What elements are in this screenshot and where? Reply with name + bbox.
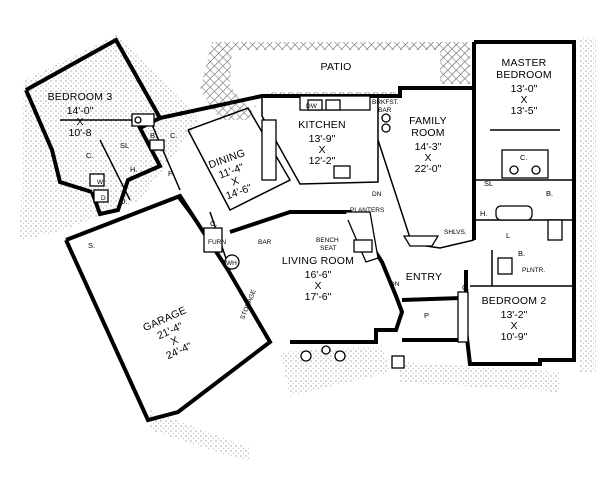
bedroom3-name: BEDROOM 3 [48, 91, 113, 103]
pantry-label: P. [168, 169, 174, 178]
closet-label-1: C. [86, 151, 94, 160]
porch-label: P [424, 311, 429, 320]
dishwasher-label: DW [306, 103, 318, 110]
bedroom3-x: X [76, 116, 83, 128]
bath-label-2: B. [546, 189, 553, 198]
furnace-label: FURN [208, 239, 226, 246]
dryer-label: D [101, 195, 106, 202]
closet-label-4: C. [520, 153, 528, 162]
living-dim2: 17'-6" [305, 291, 332, 303]
breakfast-bar-label-2: BAR [378, 107, 392, 114]
living-dim1: 16'-6" [305, 269, 332, 281]
family-name1: FAMILY [409, 115, 447, 127]
bench-label-1: BENCH [316, 237, 339, 244]
bedroom3-dim2: 10'-8 [68, 127, 91, 139]
down-label-1: DN [372, 191, 382, 198]
master-name2: BEDROOM [496, 69, 552, 81]
fixtures [89, 95, 563, 369]
utility-label: U. [120, 197, 128, 206]
family-x: X [424, 152, 431, 164]
hall-label-1: H. [130, 165, 138, 174]
bath-label-1: B. [150, 131, 157, 140]
breakfast-bar-label-1: BRKFST. [372, 99, 399, 106]
dining-x: X [230, 175, 241, 189]
washer-label: W [97, 179, 104, 186]
bedroom2-dim1: 13'-2" [501, 309, 528, 321]
linen-label: L [506, 231, 510, 240]
bedroom2-x: X [510, 320, 517, 332]
kitchen-name: KITCHEN [298, 119, 346, 131]
master-dim1: 13'-0" [511, 83, 538, 95]
bar-label: BAR [258, 239, 272, 246]
bench-label-2: SEAT [320, 245, 337, 252]
family-name2: ROOM [411, 127, 444, 139]
closet-label-2: C. [170, 131, 178, 140]
entry-label: ENTRY [406, 271, 442, 283]
kitchen-dim2: 12'-2" [309, 155, 336, 167]
kitchen-x: X [318, 144, 325, 156]
closet-label-3: C. [210, 219, 218, 228]
patio-area [200, 42, 470, 120]
master-name1: MASTER [502, 57, 547, 69]
master-dim2: 13'-5" [511, 105, 538, 117]
dining-dim2: 14'-6" [224, 182, 253, 203]
storage-short-label: S. [88, 241, 95, 250]
kitchen-dim1: 13'-9" [309, 133, 336, 145]
master-x: X [520, 94, 527, 106]
planter-label: PLNTR. [522, 267, 545, 274]
sl-label-2: SL [484, 179, 493, 188]
living-name: LIVING ROOM [282, 255, 354, 267]
water-heater-label: WH [226, 260, 237, 267]
bedroom2-dim2: 10'-9" [501, 331, 528, 343]
closet-label-5: C. [462, 283, 470, 292]
bedroom3-dim1: 14'-0" [67, 105, 94, 117]
garage-x: X [169, 334, 180, 348]
living-x: X [314, 280, 321, 292]
patio-label: PATIO [321, 61, 352, 73]
family-dim1: 14'-3" [415, 141, 442, 153]
family-dim2: 22'-0" [415, 163, 442, 175]
bath-label-3: B. [518, 249, 525, 258]
bedroom2-name: BEDROOM 2 [482, 295, 547, 307]
down-label-2: DN [390, 281, 400, 288]
hall-label-2: H. [480, 209, 488, 218]
planters-label: PLANTERS [350, 207, 385, 214]
sl-label-1: SL [120, 141, 129, 150]
shelves-label: SHLVS. [444, 229, 467, 236]
